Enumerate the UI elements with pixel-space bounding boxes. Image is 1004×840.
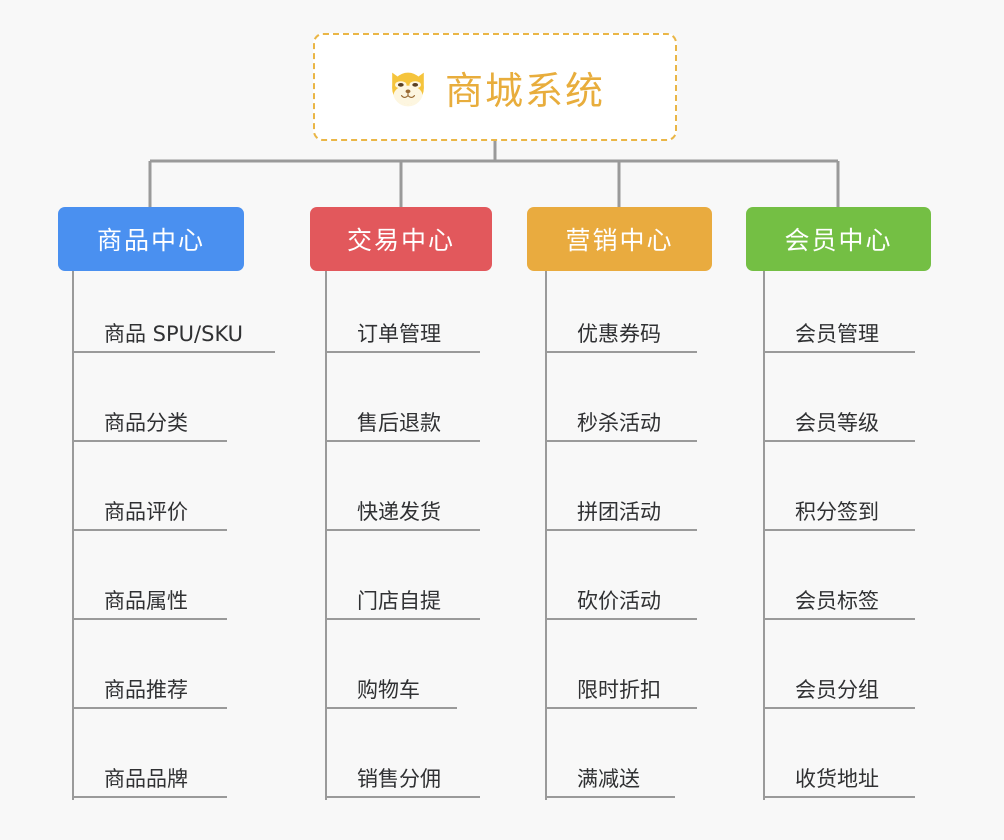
leaf-underline [325, 796, 480, 798]
root-title: 商城系统 [444, 68, 605, 113]
leaf-label: 会员分组 [795, 678, 879, 702]
leaf-label: 会员标签 [795, 589, 879, 613]
shiba-dog-face-icon [385, 64, 431, 110]
leaf-label: 秒杀活动 [577, 411, 661, 435]
leaf-label: 拼团活动 [577, 500, 661, 524]
column-trunk-trade-center [325, 271, 327, 800]
leaf-label: 限时折扣 [577, 678, 661, 702]
leaf-underline [325, 351, 480, 353]
leaf-underline [545, 529, 697, 531]
column-trunk-product-center [72, 271, 74, 800]
leaf-underline [763, 351, 915, 353]
leaf-label: 快递发货 [357, 500, 441, 524]
leaf-label: 商品推荐 [104, 678, 188, 702]
category-box-marketing-center[interactable]: 营销中心 [527, 207, 712, 271]
leaf-underline [325, 618, 480, 620]
column-trunk-member-center [763, 271, 765, 800]
leaf-underline [325, 529, 480, 531]
leaf-underline [545, 707, 697, 709]
leaf-underline [72, 440, 227, 442]
leaf-underline [763, 618, 915, 620]
column-trunk-marketing-center [545, 271, 547, 800]
leaf-underline [325, 707, 457, 709]
leaf-label: 商品分类 [104, 411, 188, 435]
leaf-label: 满减送 [577, 767, 640, 791]
leaf-label: 砍价活动 [577, 589, 661, 613]
leaf-label: 会员等级 [795, 411, 879, 435]
leaf-underline [763, 707, 915, 709]
leaf-underline [72, 529, 227, 531]
leaf-underline [763, 440, 915, 442]
leaf-label: 积分签到 [795, 500, 879, 524]
category-box-product-center[interactable]: 商品中心 [58, 207, 244, 271]
category-label-trade-center: 交易中心 [346, 226, 455, 255]
leaf-label: 销售分佣 [357, 767, 441, 791]
leaf-label: 会员管理 [795, 322, 879, 346]
leaf-underline [763, 796, 915, 798]
leaf-underline [545, 796, 675, 798]
leaf-underline [72, 618, 227, 620]
leaf-label: 优惠券码 [577, 322, 661, 346]
leaf-label: 商品属性 [104, 589, 188, 613]
leaf-underline [325, 440, 480, 442]
leaf-underline [545, 440, 697, 442]
leaf-label: 订单管理 [357, 322, 441, 346]
category-label-member-center: 会员中心 [784, 226, 893, 255]
leaf-label: 商品评价 [104, 500, 188, 524]
category-label-marketing-center: 营销中心 [565, 226, 674, 255]
leaf-underline [72, 796, 227, 798]
leaf-label: 商品 SPU/SKU [104, 322, 244, 346]
leaf-label: 购物车 [357, 678, 420, 702]
category-box-member-center[interactable]: 会员中心 [746, 207, 931, 271]
leaf-label: 商品品牌 [104, 767, 188, 791]
category-box-trade-center[interactable]: 交易中心 [310, 207, 492, 271]
leaf-underline [72, 707, 227, 709]
leaf-underline [545, 351, 697, 353]
category-label-product-center: 商品中心 [96, 226, 205, 255]
leaf-label: 收货地址 [795, 767, 879, 791]
leaf-underline [72, 351, 275, 353]
leaf-underline [763, 529, 915, 531]
leaf-label: 售后退款 [357, 411, 441, 435]
leaf-underline [545, 618, 697, 620]
root-node[interactable]: 商城系统 [313, 33, 677, 141]
leaf-label: 门店自提 [357, 589, 441, 613]
